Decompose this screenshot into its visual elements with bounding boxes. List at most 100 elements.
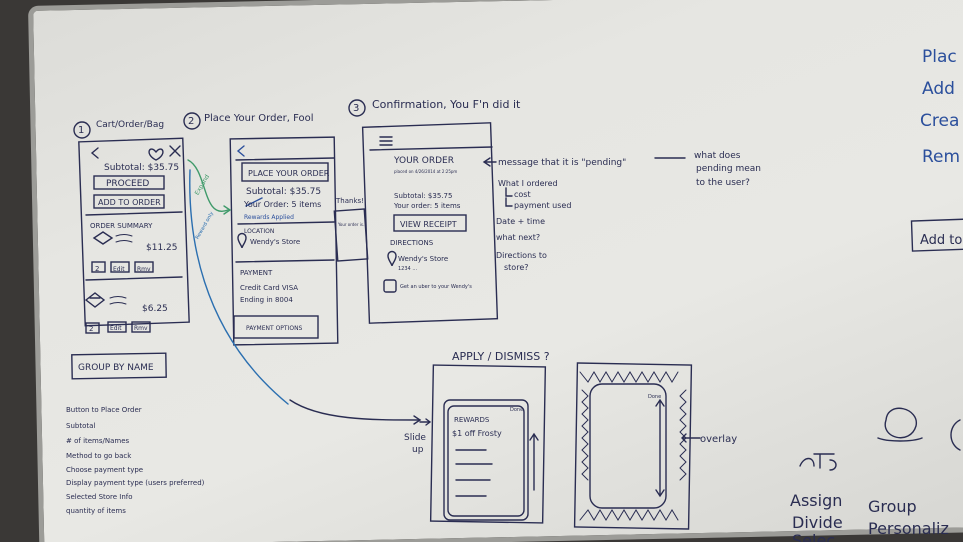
- edit-button-outline: [110, 261, 130, 273]
- overlay-done-button[interactable]: Done: [648, 394, 661, 400]
- cart-proceed-button[interactable]: PROCEED: [106, 179, 149, 189]
- close-icon: [169, 145, 181, 157]
- requirement-item: Method to go back: [66, 452, 132, 460]
- item-2-qty: 2: [89, 325, 93, 333]
- order-summary-heading: ORDER SUMMARY: [90, 222, 153, 230]
- note-what-does: what does: [694, 151, 741, 161]
- overlay-scroll-arrow: [655, 398, 665, 498]
- place-your-order-button[interactable]: PLACE YOUR ORDER: [248, 169, 330, 178]
- right-edge-rem: Rem: [922, 147, 960, 167]
- back-chevron-icon: [236, 145, 245, 157]
- requirement-item: Choose payment type: [66, 466, 143, 474]
- reward-only-note: Reward only: [195, 211, 216, 241]
- right-edge-divide: Divide: [792, 513, 843, 532]
- right-edge-personalize: Personaliz: [868, 519, 949, 538]
- note-pending-message: message that it is "pending": [498, 158, 626, 168]
- item-2-remove-button[interactable]: Rmv: [134, 325, 148, 332]
- confirmation-placed-time: placed on 4/26/2014 at 2:25pm: [394, 169, 457, 174]
- thanks-your-order: Your order is...: [337, 222, 367, 227]
- step-2-number: 2: [188, 116, 194, 127]
- view-receipt-button[interactable]: VIEW RECEIPT: [400, 220, 457, 229]
- group-by-name-outline: [71, 352, 167, 380]
- rewards-sheet-panel: [443, 399, 529, 521]
- confirmation-screen-frame: [361, 122, 499, 324]
- slide-up-arrow: [529, 432, 539, 491]
- rewards-offer[interactable]: $1 off Frosty: [452, 429, 502, 438]
- arrow-to-note: [482, 157, 497, 167]
- item-1-price: $11.25: [146, 243, 178, 253]
- apply-dismiss-question: APPLY / DISMISS ?: [452, 350, 550, 363]
- up-label: up: [412, 445, 424, 455]
- step-3-number: 3: [353, 103, 359, 114]
- place-your-order-button-outline: [241, 162, 329, 182]
- thanks-popup-outline: [333, 208, 369, 262]
- overlay-label: overlay: [700, 434, 737, 445]
- item-2-edit-button[interactable]: Edit: [110, 325, 122, 332]
- step-3-title: Confirmation, You F'n did it: [372, 98, 521, 111]
- food-item-icon: [84, 292, 106, 308]
- heart-icon: [148, 148, 164, 161]
- right-edge-create: Crea: [920, 111, 959, 131]
- confirmation-store-address: 1234 ...: [398, 266, 417, 272]
- step-1-title: Cart/Order/Bag: [96, 120, 164, 130]
- step-2-circle: [183, 112, 201, 130]
- back-chevron-icon: [90, 147, 99, 159]
- note-pending-mean: pending mean: [696, 164, 761, 174]
- right-edge-assign: Assign: [790, 491, 842, 510]
- cart-divider: [85, 211, 183, 216]
- group-doodle-icon: [799, 453, 837, 471]
- requirement-item: Selected Store Info: [66, 493, 133, 501]
- cart-add-to-order-button[interactable]: ADD TO ORDER: [98, 198, 161, 207]
- place-order-subtotal: Subtotal: $35.75: [246, 187, 321, 197]
- step-2-title: Place Your Order, Fool: [204, 113, 313, 124]
- group-by-name-button[interactable]: GROUP BY NAME: [78, 363, 154, 373]
- right-edge-group: Group: [868, 497, 917, 516]
- right-edge-add-to: Add to: [920, 233, 962, 248]
- cart-proceed-button-outline: [93, 175, 165, 190]
- cart-add-to-order-button-outline: [93, 194, 165, 209]
- location-pin-icon: [237, 232, 247, 249]
- note-cost: cost: [514, 190, 531, 199]
- uber-icon: [383, 279, 397, 293]
- item-2-price: $6.25: [142, 304, 168, 314]
- cart-subtotal: Subtotal: $35.75: [104, 163, 179, 173]
- thanks-text: Thanks!: [335, 197, 364, 205]
- confirmation-item-count: Your order: 5 items: [393, 202, 461, 210]
- view-receipt-button-outline: [393, 214, 467, 232]
- confirmation-heading: YOUR ORDER: [393, 156, 454, 166]
- rewards-sheet-phone: [429, 364, 547, 524]
- food-item-icon: [92, 231, 114, 245]
- step-1-circle: [73, 121, 91, 139]
- requirement-item: # of items/Names: [66, 437, 130, 445]
- location-heading: LOCATION: [244, 228, 274, 235]
- confirmation-subtotal: Subtotal: $35.75: [394, 192, 452, 200]
- note-directions-to: Directions to: [496, 251, 547, 260]
- right-edge-add: Add: [922, 79, 955, 99]
- sheet-done-button[interactable]: Done: [510, 407, 523, 413]
- payment-options-button[interactable]: PAYMENT OPTIONS: [246, 325, 303, 332]
- requirement-item: Display payment type (users preferred): [66, 479, 205, 487]
- confirmation-store: Wendy's Store: [398, 255, 448, 263]
- place-order-item-count: Your Order: 5 items: [243, 200, 321, 209]
- item-1-edit-button[interactable]: Edit: [113, 266, 125, 273]
- place-order-store: Wendy's Store: [250, 238, 300, 246]
- payment-options-button-outline: [233, 315, 319, 339]
- note-date-time: Date + time: [496, 217, 545, 226]
- requirement-item: Subtotal: [66, 422, 95, 430]
- expand-note: Expand: [194, 173, 211, 196]
- right-edge-place: Plac: [922, 47, 957, 67]
- requirement-item: quantity of items: [66, 507, 126, 515]
- item-1-remove-button[interactable]: Rmv: [137, 266, 151, 273]
- note-store: store?: [504, 263, 528, 272]
- face-doodle-icon: [877, 407, 923, 442]
- flow-arrow-to-sheet: [289, 399, 421, 421]
- cart-screen-frame: [78, 137, 190, 327]
- location-pin-icon: [387, 250, 397, 267]
- qty-box: [91, 261, 106, 273]
- get-uber-link[interactable]: Get an uber to your Wendy's: [400, 284, 472, 290]
- payment-heading: PAYMENT: [240, 269, 273, 277]
- note-what-i-ordered: What I ordered: [498, 179, 558, 188]
- slide-label: Slide: [404, 433, 426, 443]
